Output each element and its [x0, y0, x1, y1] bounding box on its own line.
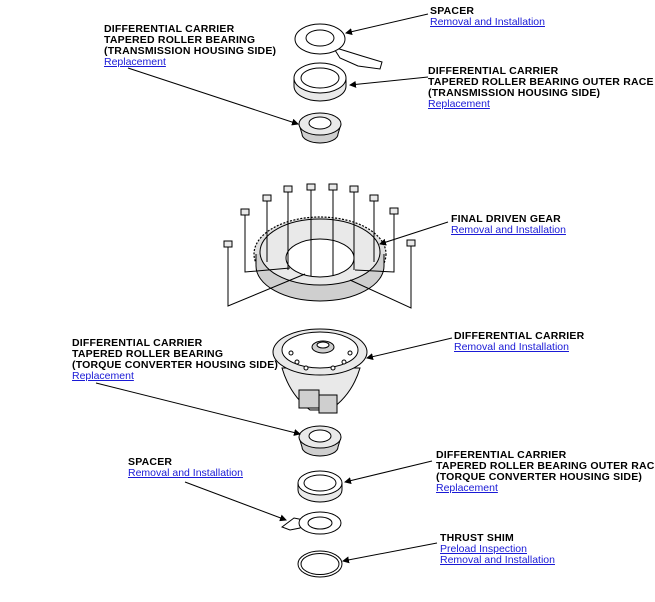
- callout-bearing-torque-converter: DIFFERENTIAL CARRIER TAPERED ROLLER BEAR…: [72, 338, 278, 382]
- callout-final-driven-gear: FINAL DRIVEN GEAR Removal and Installati…: [451, 214, 566, 236]
- bearing-torque-converter-replacement-link[interactable]: Replacement: [72, 370, 134, 382]
- outer-race-torque-converter-replacement-link[interactable]: Replacement: [436, 482, 498, 494]
- callout-title: (TRANSMISSION HOUSING SIDE): [428, 87, 601, 99]
- callout-title: FINAL DRIVEN GEAR: [451, 213, 561, 225]
- thrust-shim-removal-link[interactable]: Removal and Installation: [440, 554, 555, 566]
- thrust-shim-preload-link[interactable]: Preload Inspection: [440, 543, 527, 555]
- callout-outer-race-torque-converter: DIFFERENTIAL CARRIER TAPERED ROLLER BEAR…: [436, 450, 655, 494]
- callout-title: (TRANSMISSION HOUSING SIDE): [104, 45, 277, 57]
- callout-outer-race-transmission: DIFFERENTIAL CARRIER TAPERED ROLLER BEAR…: [428, 66, 654, 110]
- outer-race-transmission-part: [293, 62, 347, 102]
- final-driven-gear-removal-link[interactable]: Removal and Installation: [451, 224, 566, 236]
- callout-title: SPACER: [430, 5, 475, 17]
- callout-bearing-transmission: DIFFERENTIAL CARRIER TAPERED ROLLER BEAR…: [104, 24, 276, 68]
- callout-title: DIFFERENTIAL CARRIER: [436, 449, 567, 461]
- callout-title: (TORQUE CONVERTER HOUSING SIDE): [72, 359, 279, 371]
- outer-race-transmission-replacement-link[interactable]: Replacement: [428, 98, 490, 110]
- bearing-torque-converter-part: [298, 425, 342, 457]
- bearing-transmission-part: [298, 112, 342, 144]
- differential-carrier-part: [272, 328, 368, 414]
- callout-title: (TORQUE CONVERTER HOUSING SIDE): [436, 471, 643, 483]
- callout-spacer-top: SPACER Removal and Installation: [430, 6, 545, 28]
- callout-spacer-bottom: SPACER Removal and Installation: [128, 457, 243, 479]
- spacer-bottom-removal-link[interactable]: Removal and Installation: [128, 467, 243, 479]
- callout-title: DIFFERENTIAL CARRIER: [72, 337, 203, 349]
- callout-title: DIFFERENTIAL CARRIER: [454, 330, 585, 342]
- spacer-top-removal-link[interactable]: Removal and Installation: [430, 16, 545, 28]
- callout-title: THRUST SHIM: [440, 532, 514, 544]
- callout-title: TAPERED ROLLER BEARING OUTER RACE: [436, 460, 655, 472]
- callout-title: DIFFERENTIAL CARRIER: [428, 65, 559, 77]
- callout-title: TAPERED ROLLER BEARING: [72, 348, 224, 360]
- gear-bolts: [223, 183, 416, 309]
- callout-differential-carrier: DIFFERENTIAL CARRIER Removal and Install…: [454, 331, 584, 353]
- bearing-transmission-replacement-link[interactable]: Replacement: [104, 56, 166, 68]
- callout-title: TAPERED ROLLER BEARING OUTER RACE: [428, 76, 654, 88]
- spacer-top-part: [294, 23, 383, 70]
- callout-title: SPACER: [128, 456, 173, 468]
- callout-thrust-shim: THRUST SHIM Preload Inspection Removal a…: [440, 533, 555, 566]
- callout-title: DIFFERENTIAL CARRIER: [104, 23, 235, 35]
- final-driven-gear-part: [253, 216, 387, 302]
- differential-carrier-removal-link[interactable]: Removal and Installation: [454, 341, 569, 353]
- leader-lines: [95, 13, 453, 564]
- thrust-shim-part: [297, 550, 343, 578]
- outer-race-torque-converter-part: [297, 470, 343, 503]
- spacer-bottom-part: [280, 511, 342, 535]
- callout-title: TAPERED ROLLER BEARING: [104, 34, 256, 46]
